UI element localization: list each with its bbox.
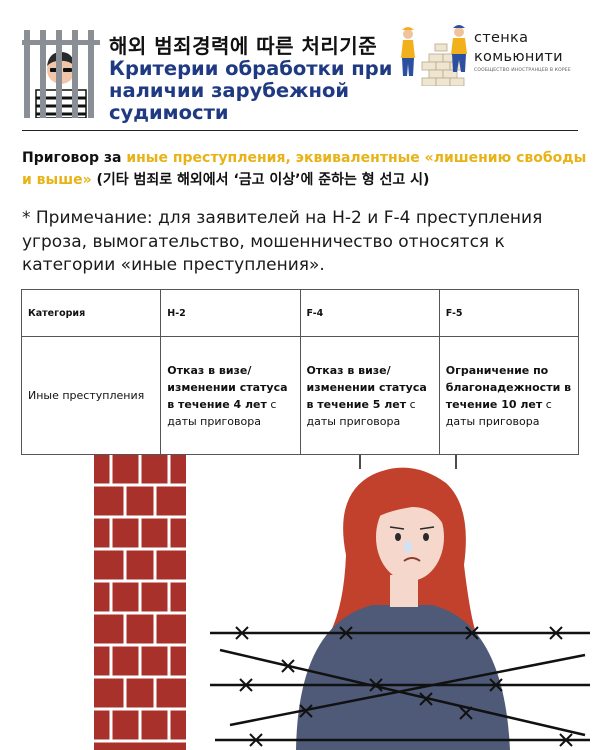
cell-f4-bold: Отказ в визе/ изменении статуса в течени…: [306, 363, 427, 411]
cell-f5-bold: Ограничение по благонадежности в течение…: [445, 363, 572, 411]
cell-f4-rest: с даты приговора: [306, 397, 416, 428]
brand-tagline: СООБЩЕСТВО ИНОСТРАНЦЕВ В КОРЕЕ: [474, 68, 571, 73]
header-divider: [22, 130, 578, 131]
note-text: * Примечание: для заявителей на H-2 и F-…: [22, 208, 543, 275]
barbed-wire: [210, 626, 590, 747]
woman-figure: [296, 467, 510, 750]
header-cell-f5: F-5: [438, 289, 580, 337]
cell-category: Иные преступления: [20, 336, 162, 455]
header-cell-category: Категория: [20, 289, 162, 337]
title-korean: 해외 범죄경력에 따른 처리기준: [109, 34, 378, 58]
sentence-prefix: Приговор за: [22, 150, 127, 166]
criteria-table: Категория H-2 F-4 F-5 Иные преступления …: [20, 289, 580, 455]
header-cell-h2: H-2: [160, 289, 301, 337]
table-row: Иные преступления Отказ в визе/ изменени…: [20, 336, 580, 455]
cell-h2-rest: с даты приговора: [167, 397, 277, 428]
header-cell-f4: F-4: [299, 289, 440, 337]
cell-f5: Ограничение по благонадежности в течение…: [438, 336, 580, 455]
brand-name: стенка комьюнити: [474, 30, 563, 65]
header: 해외 범죄경력에 따른 처리기준 Критерии обработки при …: [0, 0, 600, 130]
sentence-suffix: (기타 범죄로 해외에서 ‘금고 이상’에 준하는 형 선고 시): [91, 172, 430, 188]
trapped-woman-illustration: [94, 455, 590, 750]
cell-f4: Отказ в визе/ изменении статуса в течени…: [299, 336, 440, 455]
sentence-highlight: иные преступления, эквивалентные «лишени…: [22, 150, 587, 188]
prisoner-behind-bars-icon: [22, 30, 100, 118]
cell-h2: Отказ в визе/ изменении статуса в течени…: [160, 336, 301, 455]
title-russian: Критерии обработки при наличии зарубежно…: [109, 57, 393, 124]
sentence-heading: Приговор за иные преступления, эквивален…: [22, 147, 587, 191]
cell-f5-rest: с даты приговора: [445, 397, 552, 428]
cell-h2-bold: Отказ в визе/ изменении статуса в течени…: [167, 363, 288, 411]
table-header-row: Категория H-2 F-4 F-5: [20, 289, 580, 337]
brick-wall: [94, 455, 186, 750]
community-workers-illustration: [401, 25, 467, 86]
